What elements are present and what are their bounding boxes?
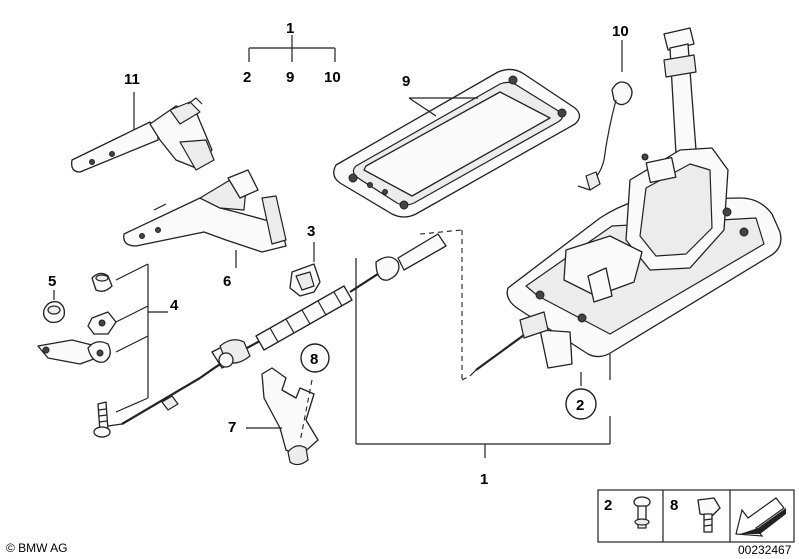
callout-top-9: 9	[286, 69, 294, 86]
clip-3: 3	[289, 223, 321, 297]
bracket-11: 11	[71, 71, 215, 173]
circle-callout-2: 2	[565, 388, 597, 420]
top-group-bracket: 1 2 9 10	[243, 20, 341, 86]
callout-top-10: 10	[324, 69, 341, 86]
bottom-group-bracket: 1	[355, 258, 611, 488]
cable-10: 10	[577, 23, 633, 191]
callout-circle-8: 8	[310, 351, 318, 368]
callout-frame-9: 9	[402, 73, 410, 90]
callout-circle-2: 2	[576, 397, 584, 414]
screw-icon	[633, 496, 651, 529]
callout-cable-10: 10	[612, 23, 629, 40]
copyright-text: © BMW AG	[6, 541, 68, 555]
cable-route-dashed	[419, 229, 471, 381]
callout-clip-3: 3	[307, 223, 315, 240]
callout-bracket-6: 6	[223, 273, 231, 290]
bolt-icon	[697, 497, 721, 533]
group-4: 4	[37, 263, 179, 438]
callout-top-1: 1	[286, 20, 294, 37]
callout-group-4: 4	[170, 297, 179, 314]
selector-cable	[107, 233, 447, 427]
bracket-6: 6	[123, 169, 287, 290]
shifter-assembly	[469, 27, 782, 386]
arrow-icon	[735, 497, 786, 537]
legend-item-8-number: 8	[670, 497, 678, 514]
diagram-id: 00232467	[738, 543, 792, 557]
callout-nut-5: 5	[48, 273, 56, 290]
callout-lever-7: 7	[228, 419, 236, 436]
callout-top-2: 2	[243, 69, 251, 86]
callout-bracket-11: 11	[124, 71, 140, 88]
lever-7: 7	[228, 367, 319, 466]
nut-5: 5	[42, 273, 66, 324]
callout-bottom-1: 1	[480, 471, 488, 488]
circle-callout-8: 8	[300, 343, 330, 373]
gasket-frame-9: 9	[333, 68, 581, 218]
parts-legend: 2 8	[597, 489, 795, 543]
legend-item-2-number: 2	[604, 497, 612, 514]
